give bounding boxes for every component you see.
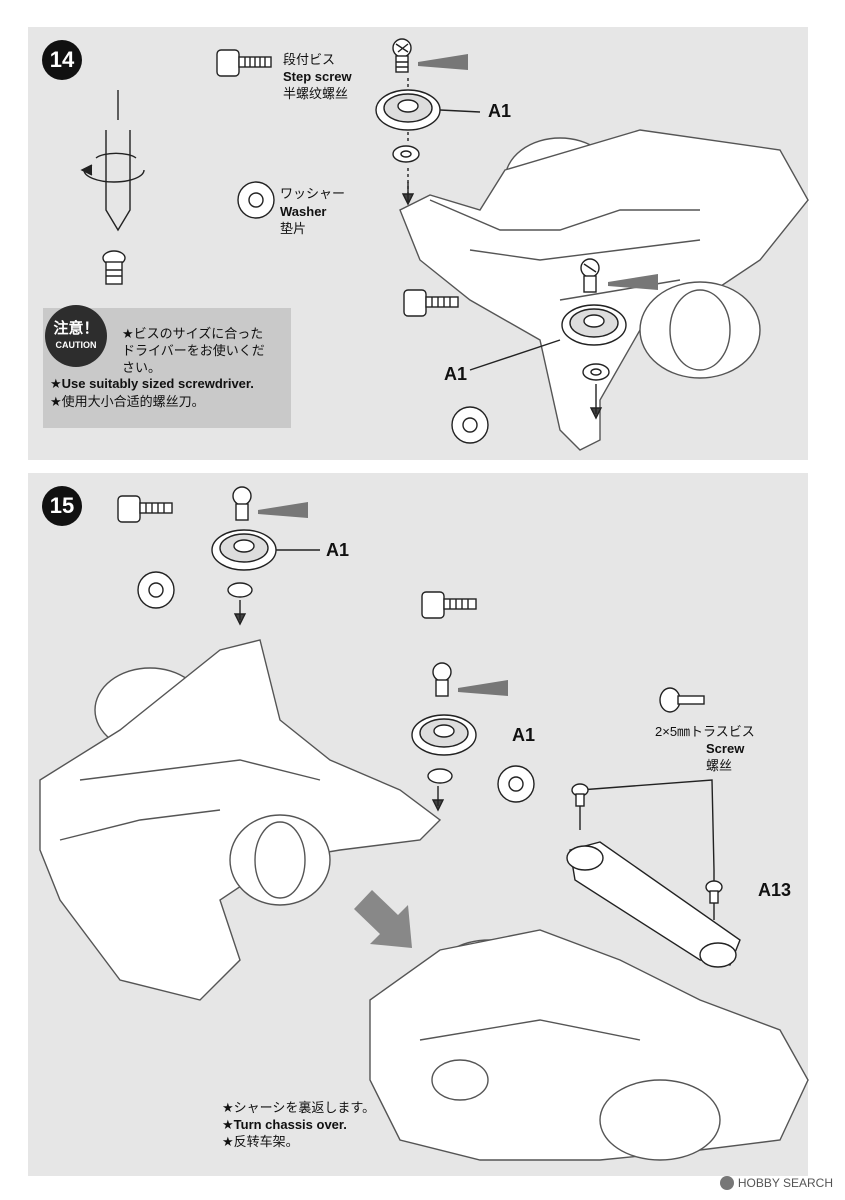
screw-mid-14 — [580, 258, 600, 293]
watermark-text: HOBBY SEARCH — [737, 1176, 833, 1190]
caution-line-cn: ★使用大小合适的螺丝刀。 — [50, 394, 205, 409]
screw-top-15 — [232, 486, 252, 521]
hobby-search-logo-icon — [719, 1176, 734, 1190]
chassis-step-14 — [399, 129, 809, 451]
truss-screw-b — [705, 880, 723, 904]
turn-note-cn: ★反转车架。 — [222, 1134, 299, 1149]
caution-line: ドライバーをお使いくだ — [122, 343, 265, 358]
step-screw-icon — [216, 49, 272, 77]
chassis-underside — [369, 929, 809, 1161]
washer-label-en: Washer — [280, 204, 327, 219]
chassis-step-15 — [39, 639, 442, 1001]
caution-badge-en: CAUTION — [55, 340, 97, 350]
step-screw-icon-2 — [403, 289, 459, 317]
screw-top-14 — [392, 38, 412, 73]
washer-label-jp: ワッシャー — [280, 186, 346, 201]
step-number-badge: 15 — [42, 486, 82, 526]
part-label-a1: A1 — [444, 364, 468, 384]
caution-line-en: ★Use suitably sized screwdriver. — [50, 376, 254, 391]
caution-line: さい。 — [122, 360, 162, 375]
grease-tube — [418, 54, 468, 70]
truss-screw-icon — [659, 687, 705, 713]
part-label-a13: A13 — [758, 880, 792, 900]
screw-label-jp: 段付ビス — [283, 52, 336, 67]
a13-bracket — [566, 779, 741, 968]
step-number-badge: 14 — [42, 40, 82, 80]
caution-line: ★ビスのサイズに合った — [122, 326, 264, 341]
truss-screw-label-cn: 螺丝 — [706, 758, 733, 773]
truss-screw-label-en: Screw — [706, 741, 745, 756]
turn-over-arrow — [354, 890, 412, 948]
watermark: HOBBY SEARCH — [719, 1176, 833, 1190]
screwdriver-illustration — [80, 90, 145, 232]
screw-mid-15 — [432, 662, 452, 697]
truss-screw-label-size: 2×5㎜トラスビス — [655, 724, 755, 739]
screw-label-cn: 半螺纹螺丝 — [283, 86, 349, 101]
washer-label-cn: 垫片 — [280, 221, 307, 236]
screw-sample-14 — [102, 250, 126, 285]
part-label-a1: A1 — [326, 540, 350, 560]
turn-note-en: ★Turn chassis over. — [222, 1117, 347, 1132]
caution-badge: 注意！ CAUTION — [45, 305, 107, 367]
step-screw-icon-15a — [117, 495, 173, 523]
turn-note-jp: ★シャーシを裏返します。 — [222, 1100, 376, 1115]
screw-label-en: Step screw — [283, 69, 352, 84]
caution-badge-jp: 注意！ — [53, 320, 99, 337]
truss-screw-a — [571, 783, 589, 807]
part-label-a1: A1 — [512, 725, 536, 745]
part-label-a1: A1 — [488, 101, 512, 121]
step-screw-icon-15b — [421, 591, 477, 619]
